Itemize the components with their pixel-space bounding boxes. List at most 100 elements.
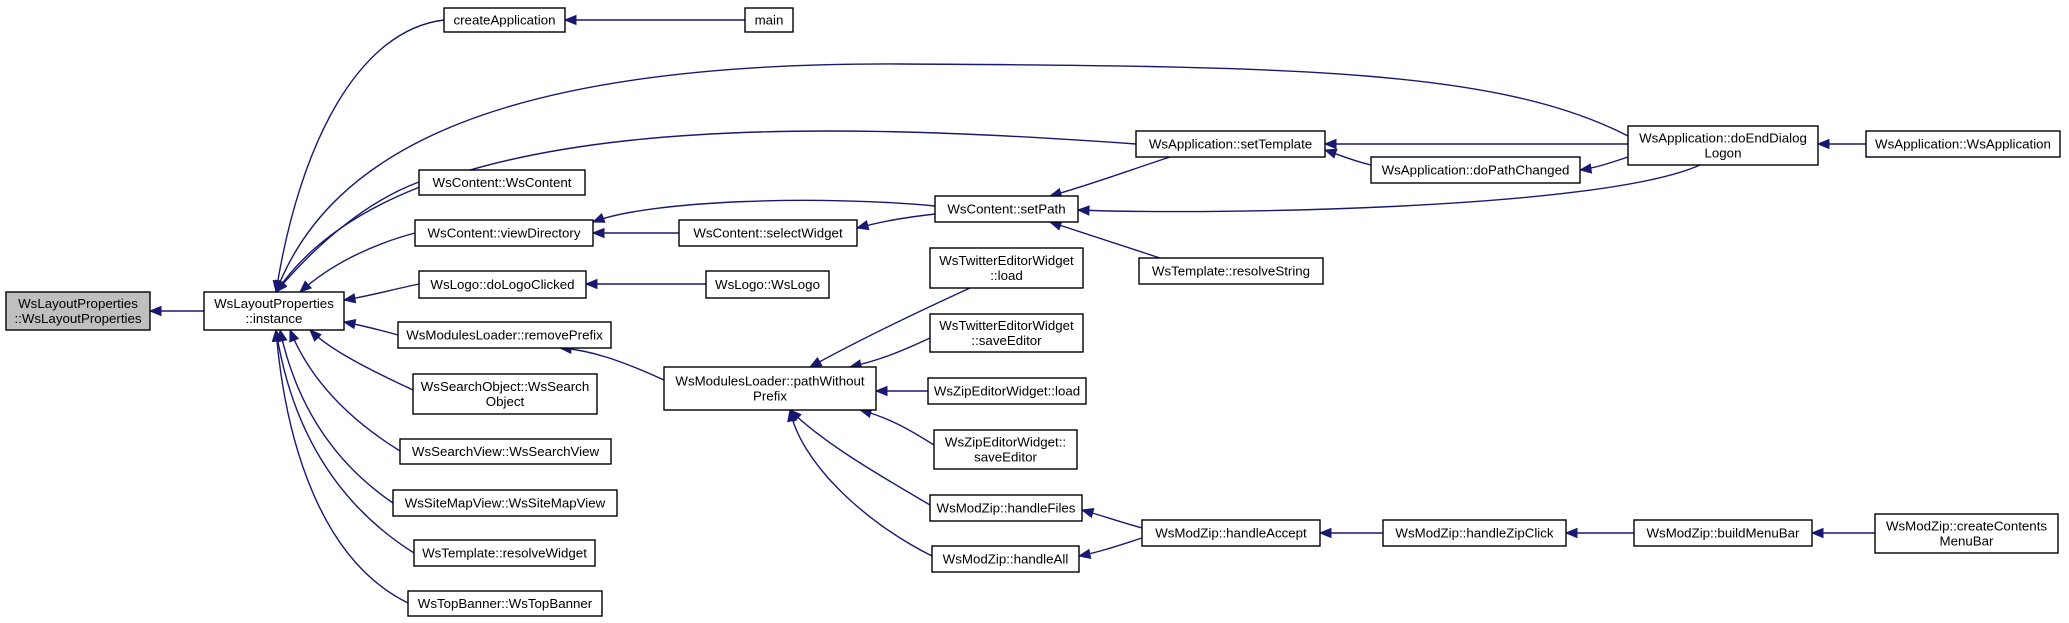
arrowhead-icon bbox=[1816, 138, 1830, 150]
node-box bbox=[5, 291, 151, 331]
node-box bbox=[705, 270, 830, 299]
node-searchView[interactable]: WsSearchView::WsSearchView bbox=[399, 438, 612, 465]
node-siteMapView[interactable]: WsSiteMapView::WsSiteMapView bbox=[392, 489, 618, 517]
arrowhead-icon bbox=[309, 329, 322, 342]
node-label: ::WsLayoutProperties bbox=[14, 311, 141, 326]
node-removePrefix[interactable]: WsModulesLoader::removePrefix bbox=[397, 321, 612, 349]
arrowhead-icon bbox=[855, 220, 870, 231]
node-instance[interactable]: WsLayoutProperties::instance bbox=[203, 291, 345, 331]
node-box bbox=[414, 219, 594, 247]
edge-setPath-to-viewDirectory bbox=[591, 199, 936, 223]
node-doLogoClicked[interactable]: WsLogo::doLogoClicked bbox=[418, 270, 587, 299]
node-twitterLoad[interactable]: WsTwitterEditorWidget::load bbox=[929, 247, 1084, 289]
node-label: WsContent::viewDirectory bbox=[428, 226, 581, 241]
edge-twitterSave-to-pathWithout bbox=[848, 337, 931, 370]
node-box bbox=[418, 270, 587, 299]
node-label: Prefix bbox=[753, 389, 787, 404]
arrowhead-icon bbox=[1578, 163, 1593, 174]
node-setPath[interactable]: WsContent::setPath bbox=[934, 195, 1079, 223]
edge-topBanner-to-instance bbox=[271, 328, 409, 604]
node-label: ::instance bbox=[246, 311, 303, 326]
edge-wscontent-to-instance bbox=[275, 181, 420, 294]
node-handleAll[interactable]: WsModZip::handleAll bbox=[931, 545, 1080, 573]
edge-setPath-to-selectWidget bbox=[855, 213, 936, 231]
node-box bbox=[931, 545, 1080, 573]
node-twitterSave[interactable]: WsTwitterEditorWidget::saveEditor bbox=[929, 313, 1084, 353]
node-doPathChanged[interactable]: WsApplication::doPathChanged bbox=[1370, 156, 1581, 184]
edge-line bbox=[275, 19, 445, 293]
edge-resolveString-to-setPath bbox=[1048, 220, 1161, 259]
node-box bbox=[1138, 257, 1324, 285]
node-wsApplication[interactable]: WsApplication::WsApplication bbox=[1865, 130, 2061, 158]
node-box bbox=[412, 373, 598, 415]
node-wslayout[interactable]: WsLayoutProperties::WsLayoutProperties bbox=[5, 291, 151, 331]
arrowhead-icon bbox=[342, 318, 357, 330]
node-box bbox=[1633, 519, 1813, 547]
node-handleZipClick[interactable]: WsModZip::handleZipClick bbox=[1382, 519, 1567, 547]
node-box bbox=[203, 291, 345, 331]
edge-doEndDialog-to-setPath bbox=[1076, 164, 1701, 216]
edge-handleZipClick-to-handleAccept bbox=[1318, 527, 1383, 539]
node-label: WsZipEditorWidget::load bbox=[934, 384, 1080, 399]
edge-line bbox=[789, 409, 933, 557]
edge-line bbox=[275, 63, 1629, 293]
arrowhead-icon bbox=[148, 305, 162, 317]
node-label: WsContent::setPath bbox=[947, 202, 1065, 217]
node-viewDirectory[interactable]: WsContent::viewDirectory bbox=[414, 219, 594, 247]
node-selectWidget[interactable]: WsContent::selectWidget bbox=[678, 219, 858, 247]
node-createApplication[interactable]: createApplication bbox=[443, 7, 566, 33]
edge-line bbox=[275, 181, 420, 293]
node-wscontent[interactable]: WsContent::WsContent bbox=[418, 169, 586, 196]
node-searchObject[interactable]: WsSearchObject::WsSearchObject bbox=[412, 373, 598, 415]
node-label: MenuBar bbox=[1940, 534, 1995, 549]
arrowhead-icon bbox=[1323, 148, 1338, 159]
node-box bbox=[1135, 130, 1326, 158]
node-zipSave[interactable]: WsZipEditorWidget::saveEditor bbox=[933, 429, 1078, 470]
node-resolveWidget[interactable]: WsTemplate::resolveWidget bbox=[413, 539, 596, 567]
edge-instance-to-wslayout bbox=[148, 305, 204, 317]
arrowhead-icon bbox=[1323, 138, 1337, 150]
node-label: WsLogo::doLogoClicked bbox=[430, 277, 574, 292]
arrowhead-icon bbox=[787, 408, 798, 423]
edge-line bbox=[809, 287, 971, 368]
node-box bbox=[1627, 125, 1819, 166]
node-box bbox=[744, 7, 794, 33]
node-setTemplate[interactable]: WsApplication::setTemplate bbox=[1135, 130, 1326, 158]
edge-setTemplate-to-setPath bbox=[1048, 156, 1171, 199]
edge-main-to-createApplication bbox=[563, 14, 745, 26]
node-handleAccept[interactable]: WsModZip::handleAccept bbox=[1141, 519, 1321, 547]
node-label: WsZipEditorWidget:: bbox=[945, 435, 1066, 450]
node-topBanner[interactable]: WsTopBanner::WsTopBanner bbox=[407, 590, 603, 617]
edge-line bbox=[289, 329, 401, 452]
node-wsLogo[interactable]: WsLogo::WsLogo bbox=[705, 270, 830, 299]
node-label: WsTwitterEditorWidget bbox=[939, 253, 1074, 268]
node-box bbox=[418, 169, 586, 196]
node-label: WsModulesLoader::pathWithout bbox=[675, 374, 865, 389]
arrowhead-icon bbox=[1080, 508, 1095, 519]
edge-doPathChanged-to-setTemplate bbox=[1323, 148, 1372, 166]
node-handleFiles[interactable]: WsModZip::handleFiles bbox=[929, 494, 1083, 522]
node-label: saveEditor bbox=[974, 450, 1037, 465]
edge-layer bbox=[148, 14, 1875, 604]
node-label: Object bbox=[486, 394, 525, 409]
edge-wsLogo-to-doLogoClicked bbox=[584, 278, 706, 290]
arrowhead-icon bbox=[299, 280, 313, 293]
edge-line bbox=[1077, 164, 1701, 213]
node-box bbox=[934, 195, 1079, 223]
edge-zipLoad-to-pathWithout bbox=[874, 385, 928, 397]
node-label: WsModZip::handleAccept bbox=[1155, 526, 1307, 541]
edge-doLogoClicked-to-instance bbox=[342, 283, 420, 304]
edge-handleAccept-to-handleFiles bbox=[1080, 508, 1143, 529]
node-main[interactable]: main bbox=[744, 7, 794, 33]
node-label: WsSearchView::WsSearchView bbox=[412, 444, 600, 459]
node-buildMenuBar[interactable]: WsModZip::buildMenuBar bbox=[1633, 519, 1813, 547]
edge-line bbox=[592, 199, 936, 223]
node-resolveString[interactable]: WsTemplate::resolveString bbox=[1138, 257, 1324, 285]
node-zipLoad[interactable]: WsZipEditorWidget::load bbox=[927, 377, 1087, 405]
edge-line bbox=[275, 329, 415, 554]
node-box bbox=[397, 321, 612, 349]
node-label: WsApplication::WsApplication bbox=[1875, 137, 2051, 152]
